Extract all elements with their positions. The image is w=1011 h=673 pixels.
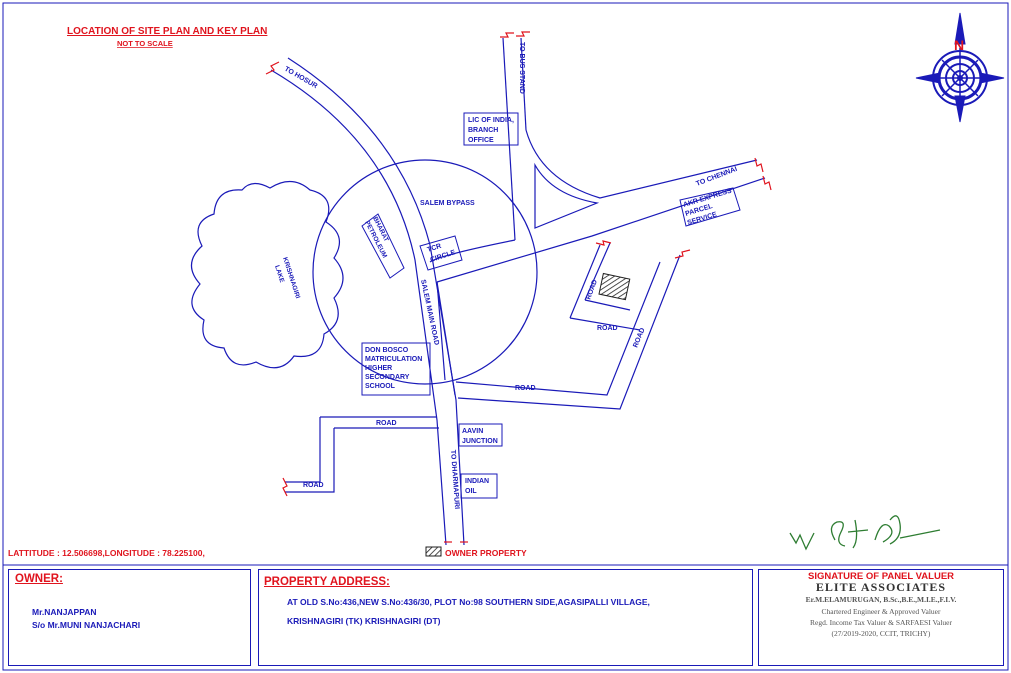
signature-line-3: (27/2019-2020, CCIT, TRICHY)	[831, 629, 931, 638]
road-end-markers	[265, 31, 772, 543]
signature-mark	[789, 515, 941, 551]
label-indian-oil-2: OIL	[465, 488, 477, 495]
legend-label: OWNER PROPERTY	[445, 548, 527, 558]
road-network	[270, 37, 766, 546]
label-aavin-1: AAVIN	[462, 428, 483, 435]
landmark-boxes	[361, 112, 741, 499]
signature-panel: SIGNATURE OF PANEL VALUER ELITE ASSOCIAT…	[758, 569, 1004, 666]
legend-swatch	[425, 546, 442, 557]
lat-long-readout: LATTITUDE : 12.506698,LONGITUDE : 78.225…	[8, 548, 205, 558]
label-school-2: MATRICULATION	[365, 356, 422, 363]
owner-panel: OWNER: Mr.NANJAPPAN S/o Mr.MUNI NANJACHA…	[8, 569, 251, 666]
signature-line-2: Regd. Income Tax Valuer & SARFAESI Value…	[809, 618, 953, 627]
label-tcr-1: TCR	[426, 243, 442, 254]
krishnagiri-lake	[190, 180, 344, 369]
label-to-chennai: TO CHENNAI	[695, 166, 738, 188]
owner-property-plot	[598, 272, 631, 301]
label-road-left: ROAD	[303, 482, 324, 489]
label-to-dharmapuri: TO DHARMAPURI	[449, 450, 460, 510]
label-road-bottom: ROAD	[515, 385, 536, 392]
label-salem-bypass: SALEM BYPASS	[420, 200, 475, 207]
tcr-circle-ring	[312, 159, 538, 385]
address-line-1: AT OLD S.No:436,NEW S.No:436/30, PLOT No…	[287, 597, 650, 607]
label-to-bus-stand: TO BUS STAND	[518, 42, 525, 94]
owner-name: Mr.NANJAPPAN	[32, 607, 97, 617]
compass-north-label: N	[954, 37, 964, 53]
label-school-5: SCHOOL	[365, 383, 396, 390]
address-line-2: KRISHNAGIRI (TK) KRISHNAGIRI (DT)	[287, 616, 441, 626]
label-to-hosur: TO HOSUR	[283, 66, 318, 90]
label-school-4: SECONDARY	[365, 374, 410, 381]
label-lic-3: OFFICE	[468, 137, 494, 144]
label-school-3: HIGHER	[365, 365, 392, 372]
plan-title: LOCATION OF SITE PLAN AND KEY PLAN	[67, 26, 267, 37]
label-lic-1: LIC OF INDIA,	[468, 117, 514, 124]
signature-name: Er.M.ELAMURUGAN, B.Sc.,B.E.,M.I.E.,F.I.V…	[805, 595, 957, 604]
compass-icon	[915, 12, 1005, 123]
label-lake-2: LAKE	[273, 264, 285, 284]
address-panel: PROPERTY ADDRESS: AT OLD S.No:436,NEW S.…	[258, 569, 753, 666]
address-title: PROPERTY ADDRESS:	[264, 576, 390, 588]
signature-line-1: Chartered Engineer & Approved Valuer	[821, 607, 941, 616]
label-road-small: ROAD	[585, 279, 599, 301]
label-school-1: DON BOSCO	[365, 347, 409, 354]
signature-firm: ELITE ASSOCIATES	[815, 580, 947, 594]
label-road-mid: ROAD	[597, 325, 618, 332]
label-lic-2: BRANCH	[468, 127, 498, 134]
owner-relation: S/o Mr.MUNI NANJACHARI	[32, 620, 141, 630]
signature-title: SIGNATURE OF PANEL VALUER	[807, 571, 955, 582]
label-road-upper: ROAD	[376, 420, 397, 427]
owner-title: OWNER:	[15, 573, 63, 585]
plan-subtitle: NOT TO SCALE	[117, 39, 173, 48]
label-aavin-2: JUNCTION	[462, 438, 498, 445]
label-indian-oil-1: INDIAN	[465, 478, 489, 485]
